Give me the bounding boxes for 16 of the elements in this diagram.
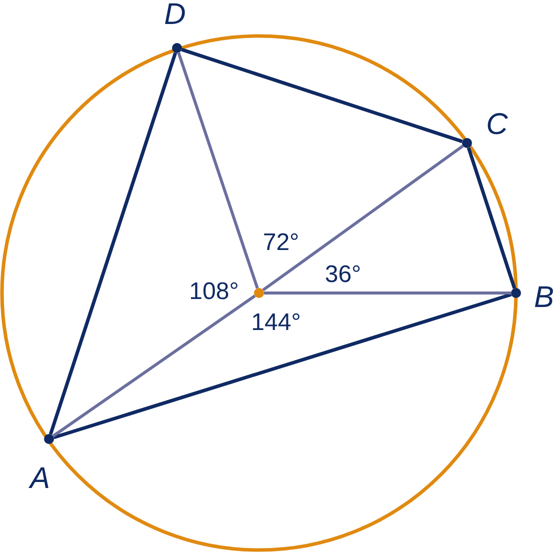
point-label: B <box>534 283 554 313</box>
line-segment <box>48 52 178 435</box>
point-label: C <box>486 110 508 140</box>
line-segment <box>262 144 464 292</box>
line-segment <box>53 292 512 440</box>
line-segment <box>466 147 516 289</box>
line-segment <box>264 292 511 294</box>
angle-label: 108° <box>189 280 239 304</box>
angle-label: 144° <box>251 311 301 335</box>
point-label: A <box>30 464 50 494</box>
line-segment <box>52 294 256 438</box>
line-segment <box>181 48 463 144</box>
angle-label: 36° <box>324 263 362 287</box>
line-segment <box>177 52 259 289</box>
point-label: D <box>164 0 186 30</box>
angle-label: 72° <box>262 231 300 255</box>
